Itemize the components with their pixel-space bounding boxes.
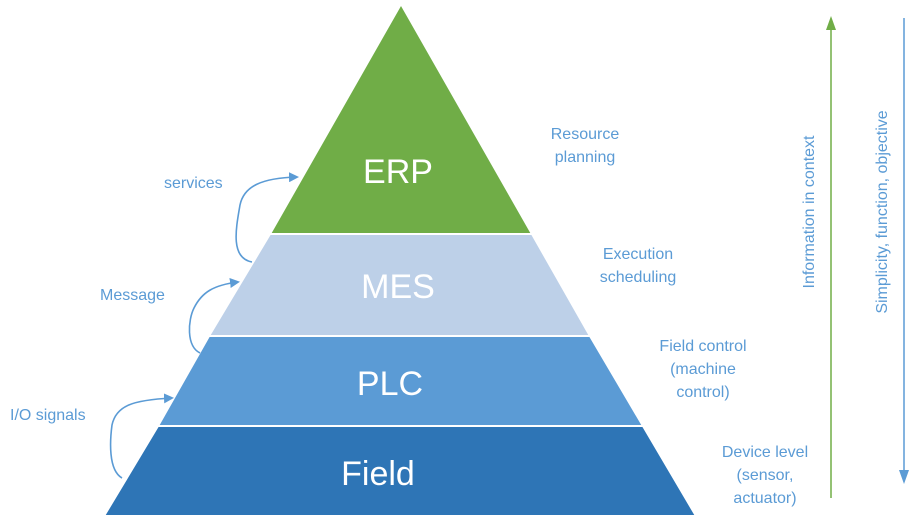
field-description: Device level (sensor, actuator) — [712, 441, 818, 510]
io-signals-arrow — [109, 393, 174, 479]
erp-description-line: Resource — [550, 126, 620, 143]
erp-description: Resource planning — [540, 123, 630, 169]
plc-description-line: Field control — [659, 338, 747, 355]
message-label: Message — [100, 287, 165, 304]
field-description-line: (sensor, — [736, 467, 794, 484]
simplicity-function-objective-label: Simplicity, function, objective — [874, 110, 891, 314]
field-description-line: actuator) — [733, 490, 797, 507]
io-signals-label: I/O signals — [10, 407, 86, 424]
mes-description-line: Execution — [602, 246, 674, 263]
information-up-arrowhead — [826, 16, 836, 30]
field-layer — [102, 425, 698, 517]
erp-layer — [268, 1, 534, 235]
services-label: services — [164, 175, 223, 192]
erp-label: ERP — [363, 153, 433, 191]
services-arrow — [235, 172, 299, 263]
mes-label: MES — [361, 268, 435, 306]
mes-description: Execution scheduling — [588, 243, 688, 289]
field-label: Field — [341, 455, 415, 493]
plc-description-line: (machine — [670, 361, 736, 378]
message-arrow — [188, 278, 240, 354]
plc-description: Field control (machine control) — [648, 335, 758, 404]
simplicity-down-arrowhead — [899, 470, 909, 484]
plc-description-line: control) — [676, 384, 730, 401]
plc-label: PLC — [357, 365, 423, 403]
field-description-line: Device level — [721, 444, 809, 461]
erp-description-line: planning — [554, 149, 616, 166]
information-in-context-label: Information in context — [801, 135, 818, 289]
mes-description-line: scheduling — [599, 269, 677, 286]
